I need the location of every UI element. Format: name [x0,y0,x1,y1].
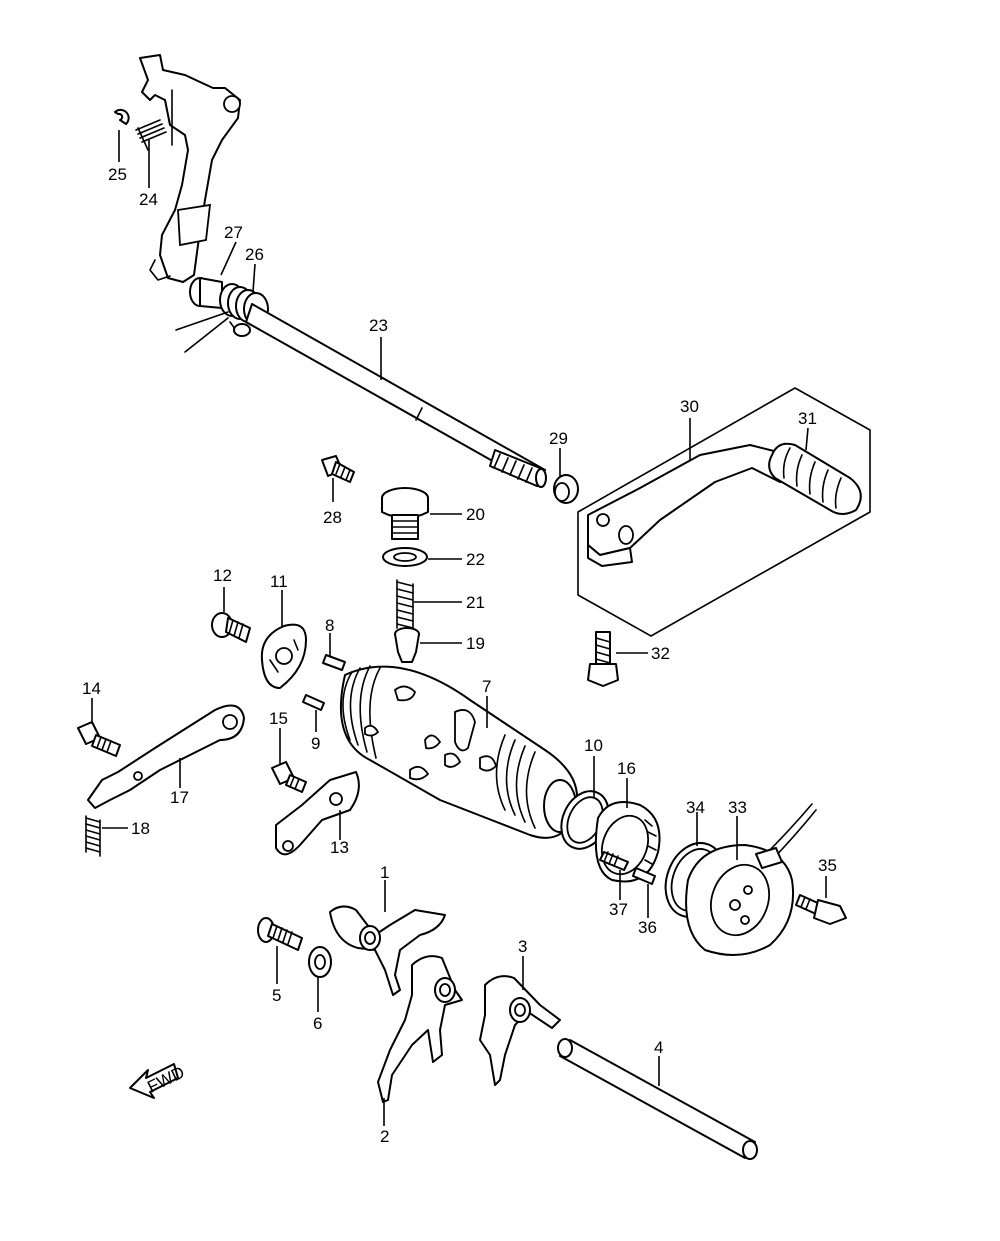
label-12: 12 [213,566,232,585]
shift-fork-1 [329,905,446,996]
spring-18 [85,815,101,857]
spring-24 [135,119,167,151]
label-18: 18 [131,819,150,838]
label-24: 24 [139,190,158,209]
bolt-5 [257,917,303,951]
shift-fork-2 [377,955,463,1103]
pin-9 [302,694,325,711]
label-33: 33 [728,798,747,817]
stopper-19 [394,627,420,663]
label-5: 5 [272,986,281,1005]
gearshift-cam-7 [339,665,579,839]
shaft-collar-27 [189,277,223,309]
fork-shaft-4 [557,1038,758,1160]
label-15: 15 [269,709,288,728]
stopper-arm-17 [87,704,245,809]
shift-fork-3 [479,975,561,1086]
plug-20 [381,487,429,540]
label-10: 10 [584,736,603,755]
label-3: 3 [518,937,527,956]
label-6: 6 [313,1014,322,1033]
washer-6 [308,946,332,978]
label-14: 14 [82,679,101,698]
label-36: 36 [638,918,657,937]
bolt-28 [321,455,355,483]
bolt-35 [795,894,847,925]
label-34: 34 [686,798,705,817]
pin-25 [114,108,130,125]
guide-plate-13 [275,771,360,856]
gearshift-lever-box [577,387,871,637]
gearshift-arm [139,54,241,283]
pin-36 [632,867,656,885]
pin-8 [322,654,346,671]
label-20: 20 [466,505,485,524]
gearshift-lever-30 [587,444,801,567]
bolt-32 [587,631,619,687]
label-11: 11 [270,572,288,591]
label-4: 4 [654,1038,663,1057]
label-35: 35 [818,856,837,875]
label-27: 27 [224,223,243,242]
lever-rubber-31 [768,442,862,515]
label-17: 17 [170,788,189,807]
label-37: 37 [609,900,628,919]
bolt-14 [77,721,121,757]
label-31: 31 [798,409,817,428]
label-28: 28 [323,508,342,527]
label-19: 19 [466,634,485,653]
oil-seal-29 [553,474,579,504]
label-2: 2 [380,1127,389,1146]
label-23: 23 [369,316,388,335]
label-7: 7 [482,677,491,696]
label-8: 8 [325,616,334,635]
gearshift-shaft-23 [245,303,547,488]
label-22: 22 [466,550,485,569]
label-13: 13 [330,838,349,857]
gasket-22 [382,547,428,567]
label-1: 1 [380,863,389,882]
leader-lines [91,130,827,1126]
label-26: 26 [245,245,264,264]
label-30: 30 [680,397,699,416]
gear-position-switch-33 [685,803,817,956]
label-21: 21 [466,593,485,612]
fwd-arrow-icon: FWD [129,1063,187,1099]
label-9: 9 [311,734,320,753]
spring-21 [396,579,414,631]
cam-plate-11 [260,623,307,689]
label-29: 29 [549,429,568,448]
part-number-labels: 25 24 27 26 23 29 30 31 28 20 22 21 19 3… [82,165,837,1146]
label-16: 16 [617,759,636,778]
bolt-15 [271,761,307,793]
label-25: 25 [108,165,127,184]
bearing-16 [594,801,661,883]
pin-37 [599,851,629,871]
label-32: 32 [651,644,670,663]
bolt-12 [211,612,251,643]
